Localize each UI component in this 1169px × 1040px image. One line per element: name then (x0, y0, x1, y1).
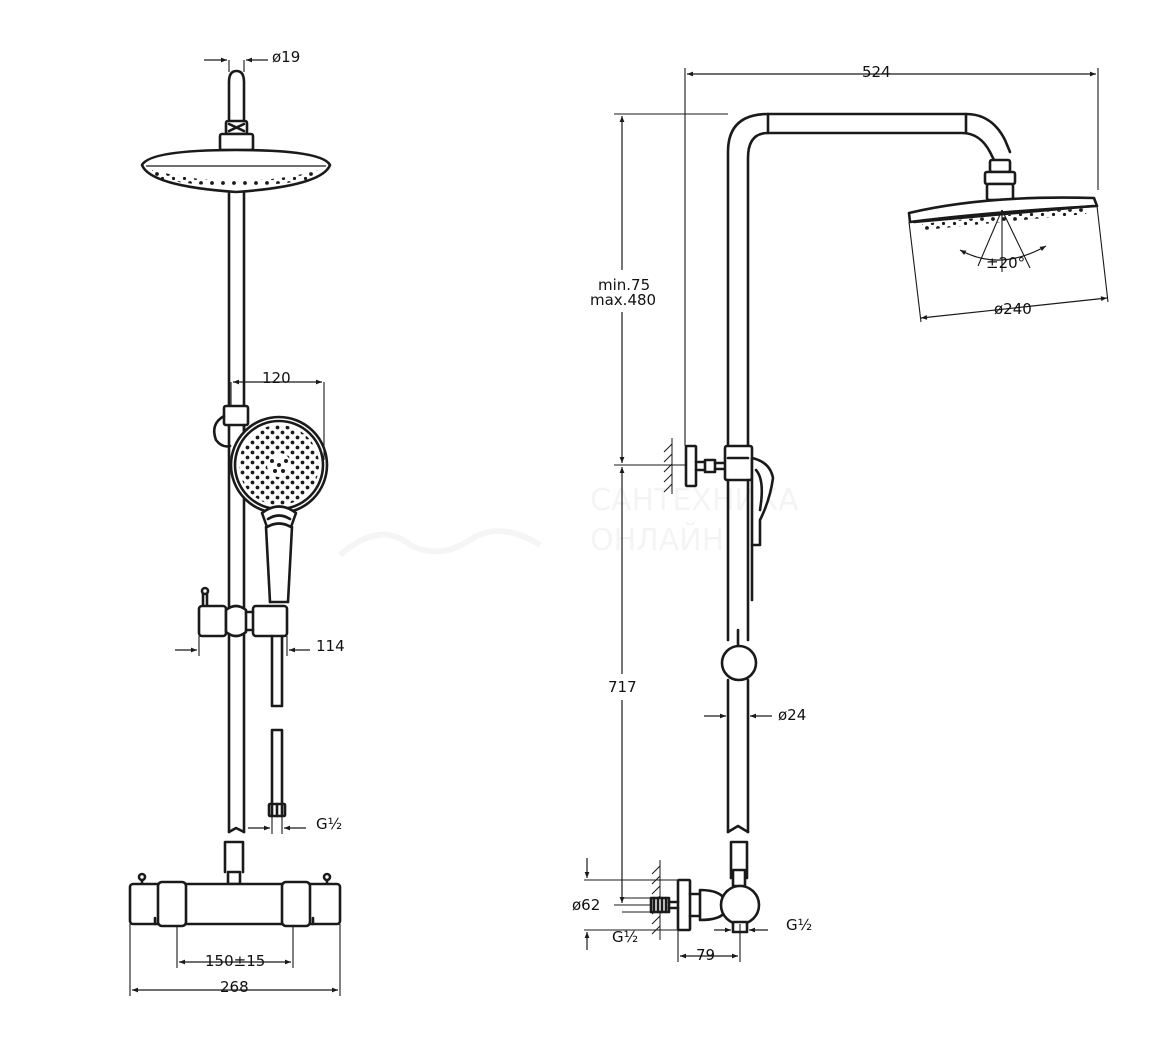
front-dimension-lines (129, 57, 341, 996)
front-view: ø19 120 114 G½ 150±15 268 (128, 48, 345, 996)
side-head-shower (907, 196, 1099, 230)
side-tilt-arc (959, 209, 1047, 272)
dim-head-diameter: ø240 (994, 300, 1032, 318)
side-mixer (649, 840, 761, 940)
dim-overhead-reach: 524 (862, 63, 891, 81)
front-shower-arm (218, 69, 255, 152)
side-view: 524 min.75 max.480 ±20° ø240 ø24 717 ø62… (572, 63, 1109, 964)
front-head-shower (140, 148, 332, 194)
side-riser-arm (726, 112, 1017, 448)
front-hose (267, 634, 287, 818)
front-mixer-body (128, 872, 342, 928)
front-slide-holder (197, 586, 289, 638)
dim-outlet-thread: G½ (786, 916, 812, 934)
dim-inlet-spacing: 150±15 (205, 952, 265, 970)
side-dimension-lines (584, 68, 1109, 962)
dim-height-adjust-max: max.480 (590, 291, 656, 309)
dim-wall-distance: 79 (696, 946, 715, 964)
svg-text:ОНЛАЙН: ОНЛАЙН (590, 522, 724, 558)
dim-riser-height: 717 (608, 678, 637, 696)
watermark: САНТЕХНИКА ОНЛАЙН (338, 483, 799, 558)
front-holder-bracket (212, 404, 250, 448)
dim-handshower-width: 120 (262, 369, 291, 387)
dim-tilt-angle: ±20° (986, 254, 1025, 272)
dim-holder-offset: 114 (316, 637, 345, 655)
dim-inlet-thread: G½ (612, 928, 638, 946)
dim-mixer-width: 268 (220, 978, 249, 996)
dim-flange-diameter: ø62 (572, 896, 600, 914)
dim-riser-diameter: ø24 (778, 706, 806, 724)
front-riser-pipe (227, 190, 246, 834)
dim-arm-diameter: ø19 (272, 48, 300, 66)
dim-height-adjust-min: min.75 (598, 276, 650, 294)
side-wall-holder (663, 438, 754, 494)
front-lower-pipe (223, 840, 245, 886)
side-hand-shower (720, 456, 775, 834)
dim-hose-thread: G½ (316, 815, 342, 833)
front-hand-shower (229, 415, 329, 604)
